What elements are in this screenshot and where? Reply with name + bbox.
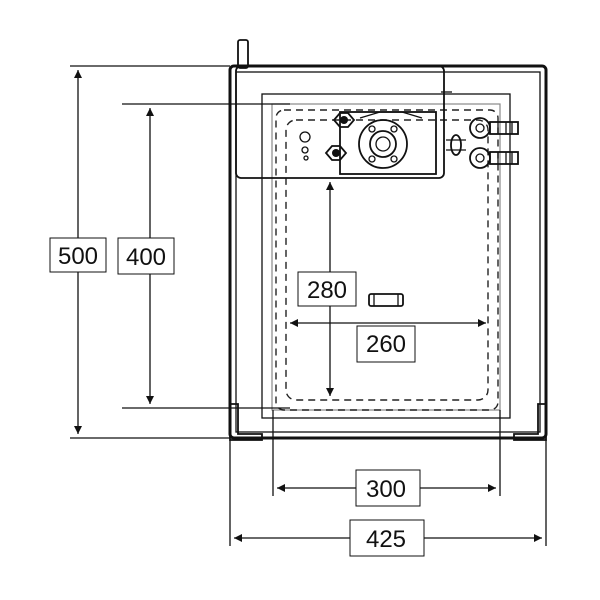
dim-chamber-width: 260 [290,319,486,363]
hose-fitting-lower-icon [469,147,519,169]
dim-280-label: 280 [307,277,347,304]
dim-chamber-height: 280 [297,182,357,396]
dim-inner-height: 400 [117,103,290,409]
center-plate [368,293,404,307]
knob-lower-icon [324,145,348,161]
valve-icon [446,134,466,156]
dim-425-label: 425 [366,526,406,553]
dim-500-label: 500 [58,243,98,270]
inner-frame [261,93,511,419]
dim-overall-width: 425 [229,440,547,557]
chamber-dashed-outline [275,109,499,411]
dim-400-label: 400 [126,244,166,271]
control-panel [235,65,466,179]
hose-fitting-upper-icon [469,117,519,139]
dim-260-label: 260 [366,331,406,358]
dim-overall-height: 500 [49,65,230,439]
knob-upper-icon [332,112,356,128]
dim-300-label: 300 [366,476,406,503]
pump-dial-icon [358,119,408,169]
dim-inner-width: 300 [272,410,501,507]
